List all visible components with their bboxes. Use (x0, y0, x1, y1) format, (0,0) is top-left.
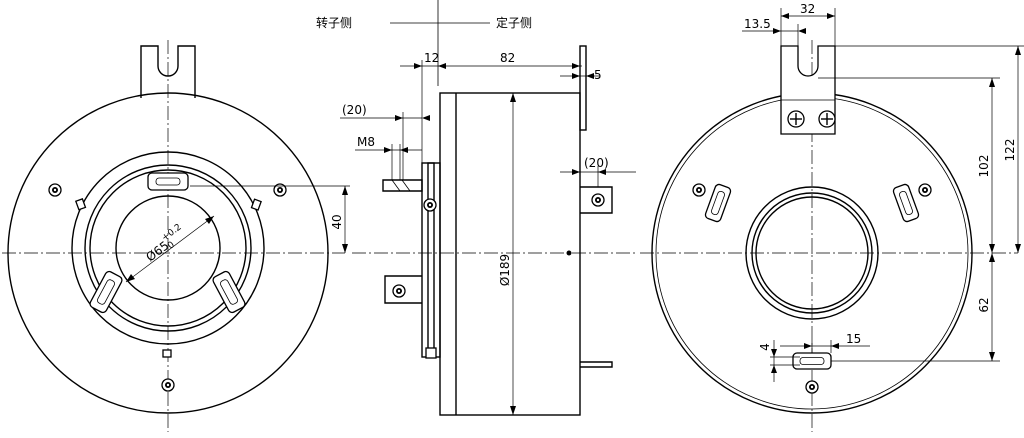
dim-62-label: 62 (977, 297, 991, 312)
front-view-slot-top (147, 172, 189, 191)
dim-12-label: 12 (424, 51, 439, 65)
side-view: 转子侧 定子侧 12 82 5 (316, 0, 636, 416)
side-view-stator-tab (580, 186, 613, 214)
dim-15-label: 15 (846, 332, 861, 346)
side-view-stator-tab-screw (591, 193, 605, 207)
dim-20-right-label: (20) (584, 156, 609, 170)
side-view-flange-screw (423, 198, 437, 212)
front-view-screw-left (48, 183, 62, 197)
dim-5-label: 5 (594, 68, 602, 82)
back-view-slot-right (892, 183, 920, 223)
dim-40-label: 40 (330, 214, 344, 229)
back-view-slot-left (704, 183, 732, 223)
back-view-bore-inner (755, 196, 869, 310)
front-view-slot-left (89, 270, 123, 314)
dim-65-line (125, 215, 215, 283)
front-view-u-bracket (140, 45, 196, 98)
dim-82-label: 82 (500, 51, 515, 65)
front-view-screw-bottom (161, 378, 175, 392)
rotor-side-label: 转子侧 (316, 15, 352, 30)
side-view-lower-bracket-screw (392, 284, 406, 298)
dim-4-label: 4 (758, 343, 772, 351)
dim-102-label: 102 (977, 155, 991, 178)
back-view-bore-outer (745, 186, 879, 320)
front-view-slot-right (212, 270, 246, 314)
back-view-stator-side: 32 13.5 122 102 62 15 (640, 2, 1024, 432)
stator-side-label: 定子侧 (496, 15, 532, 30)
side-view-center-mark (566, 250, 572, 256)
dim-65-tol-lower: 0 (166, 240, 177, 252)
dim-122-label: 122 (1003, 139, 1017, 162)
front-view-outer-disc (7, 92, 329, 414)
back-view-screw-left (692, 183, 706, 197)
front-view-pin-left (74, 198, 87, 211)
side-view-stator-bracket (579, 45, 587, 131)
side-view-cable-exit (580, 361, 613, 368)
front-view-ring-mid (84, 164, 252, 332)
dim-13-5-label: 13.5 (744, 17, 771, 31)
dim-20-left-label: (20) (342, 103, 367, 117)
dim-65-tol-upper: +0.2 (160, 222, 183, 243)
side-view-rotor-flange (427, 162, 435, 358)
dim-m8-label: M8 (357, 135, 375, 149)
side-view-rotor-bracket-lower (384, 275, 422, 304)
back-view-bracket-screw-left (787, 110, 805, 128)
side-view-rotor-bracket-upper (382, 179, 423, 192)
front-view-pin-bottom (162, 349, 172, 358)
back-view-bracket-screw-right (818, 110, 836, 128)
back-view-screw-bottom (805, 380, 819, 394)
front-view-ring-outer (71, 151, 265, 345)
dim-189-label: Ø189 (498, 254, 512, 286)
side-view-flange-nub (425, 347, 437, 359)
front-view-pin-right (250, 198, 262, 211)
back-view-screw-right (918, 183, 932, 197)
dim-32-label: 32 (800, 2, 815, 16)
front-view-bore (115, 195, 221, 301)
front-view-ring-inner (89, 169, 247, 327)
back-view-bore-mid (751, 192, 873, 314)
back-view-slot-bottom (792, 352, 832, 370)
side-view-rotor-plate (421, 162, 441, 358)
front-view-rotor-side: 40 Ø65 +0.2 0 (2, 40, 350, 432)
